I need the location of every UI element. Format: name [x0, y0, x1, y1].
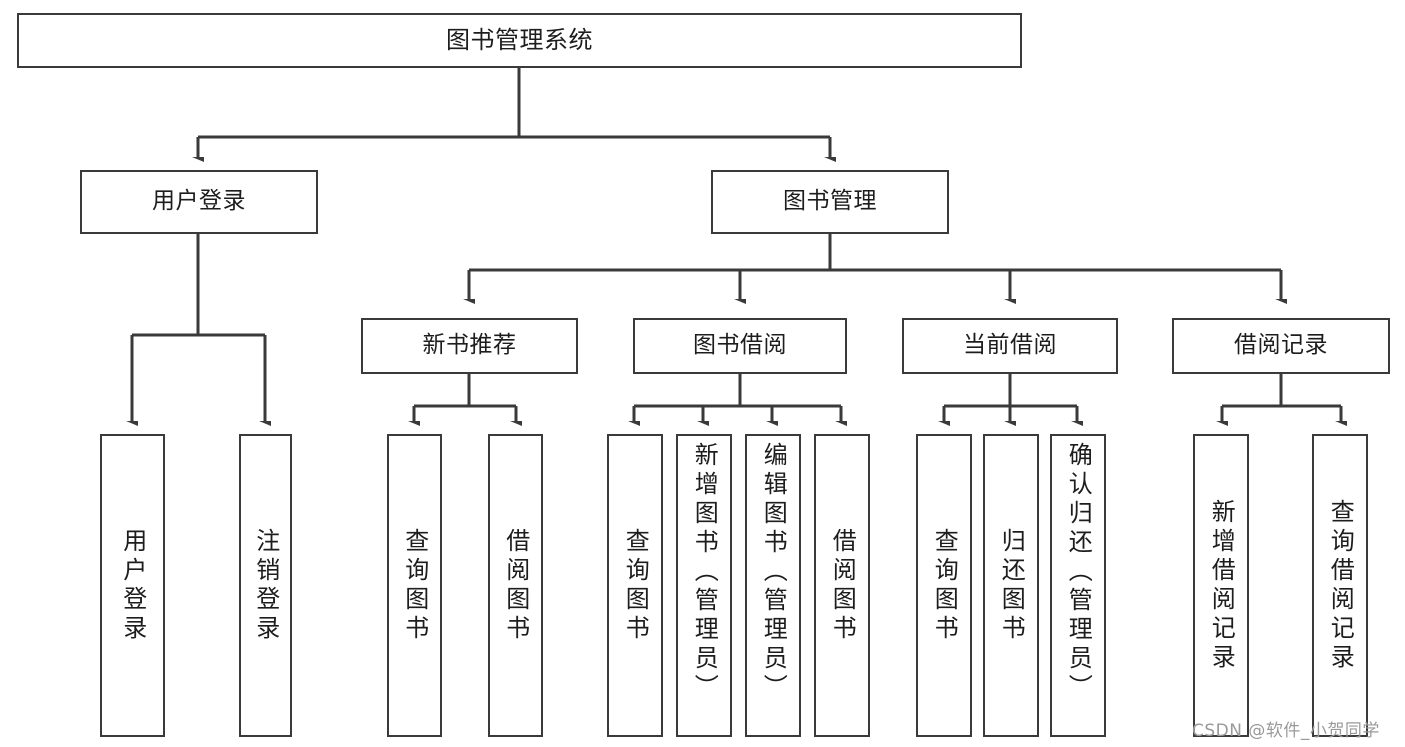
node-current-borrow[interactable]: 当前借阅 — [902, 318, 1118, 374]
node-label: 用户登录 — [152, 188, 246, 215]
node-label: 查询图书 — [400, 527, 429, 644]
leaf-current-borrow-query-book[interactable]: 查询图书 — [916, 434, 972, 737]
node-borrow-record[interactable]: 借阅记录 — [1172, 318, 1390, 374]
node-label: 当前借阅 — [963, 332, 1057, 359]
node-root-book-management-system[interactable]: 图书管理系统 — [17, 13, 1022, 68]
node-label: 查询借阅记录 — [1326, 498, 1355, 673]
node-label: 归还图书 — [997, 527, 1026, 644]
node-label: 新书推荐 — [422, 332, 517, 359]
node-label: 确认归还（管理员） — [1064, 442, 1093, 703]
leaf-borrow-record-add-record[interactable]: 新增借阅记录 — [1193, 434, 1249, 737]
leaf-new-book-borrow-book[interactable]: 借阅图书 — [488, 434, 543, 737]
node-label: 借阅图书 — [828, 527, 857, 644]
leaf-new-book-query-book[interactable]: 查询图书 — [387, 434, 442, 737]
csdn-watermark: CSDN @软件_小贺同学 — [1192, 721, 1380, 741]
node-label: 新增借阅记录 — [1207, 498, 1236, 673]
node-label: 借阅记录 — [1234, 332, 1328, 359]
node-label: 图书管理系统 — [446, 26, 593, 55]
node-book-management[interactable]: 图书管理 — [711, 170, 949, 234]
node-label: 图书管理 — [783, 188, 877, 215]
node-label: 图书借阅 — [693, 332, 787, 359]
leaf-user-login-login[interactable]: 用户登录 — [100, 434, 165, 737]
leaf-current-borrow-return-book[interactable]: 归还图书 — [983, 434, 1039, 737]
node-label: 注销登录 — [251, 527, 280, 644]
leaf-book-borrow-borrow-book[interactable]: 借阅图书 — [814, 434, 870, 737]
node-book-borrow[interactable]: 图书借阅 — [633, 318, 847, 374]
node-label: 查询图书 — [621, 527, 650, 644]
leaf-book-borrow-query-book[interactable]: 查询图书 — [607, 434, 663, 737]
leaf-user-login-logout[interactable]: 注销登录 — [239, 434, 292, 737]
leaf-current-borrow-confirm-return-admin[interactable]: 确认归还（管理员） — [1050, 434, 1106, 737]
node-label: 新增图书（管理员） — [690, 442, 719, 703]
leaf-book-borrow-add-book-admin[interactable]: 新增图书（管理员） — [676, 434, 732, 737]
node-label: 用户登录 — [118, 527, 147, 644]
node-label: 查询图书 — [930, 527, 959, 644]
node-label: 借阅图书 — [501, 527, 530, 644]
leaf-book-borrow-edit-book-admin[interactable]: 编辑图书（管理员） — [745, 434, 801, 737]
node-label: 编辑图书（管理员） — [759, 442, 788, 703]
leaf-borrow-record-query-record[interactable]: 查询借阅记录 — [1312, 434, 1368, 737]
node-new-book-recommend[interactable]: 新书推荐 — [361, 318, 578, 374]
node-user-login[interactable]: 用户登录 — [80, 170, 318, 234]
